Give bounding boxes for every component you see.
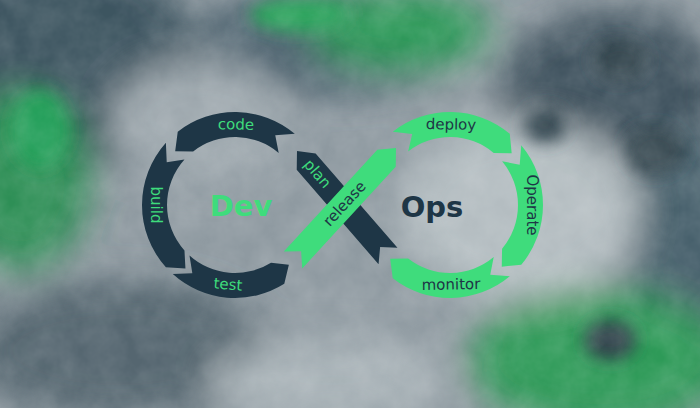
arrow-segment: Operate <box>500 144 544 268</box>
stage-label: monitor <box>422 277 481 293</box>
stage-label: code <box>218 117 254 133</box>
stage-label: deploy <box>426 117 477 133</box>
arrow-segment: test <box>171 254 290 299</box>
stage-label: Operate <box>523 174 538 235</box>
segment-shape <box>173 256 289 298</box>
segment-shape <box>502 145 543 266</box>
loop-label: Ops <box>401 193 464 222</box>
segment-shape <box>175 112 295 153</box>
arrow-segment: build <box>141 141 187 270</box>
arrow-segment: deploy <box>391 111 513 155</box>
segment-shape <box>390 257 510 298</box>
loop-label: Dev <box>210 192 273 221</box>
stage-label: build <box>147 187 162 224</box>
arrow-segment: release <box>282 147 397 270</box>
stage-label: test <box>213 276 243 293</box>
arrow-segment: monitor <box>389 256 511 299</box>
segment-shape <box>393 112 512 153</box>
segment-shape <box>142 143 185 269</box>
segment-shape <box>284 148 396 268</box>
arrow-segment: code <box>174 111 296 154</box>
